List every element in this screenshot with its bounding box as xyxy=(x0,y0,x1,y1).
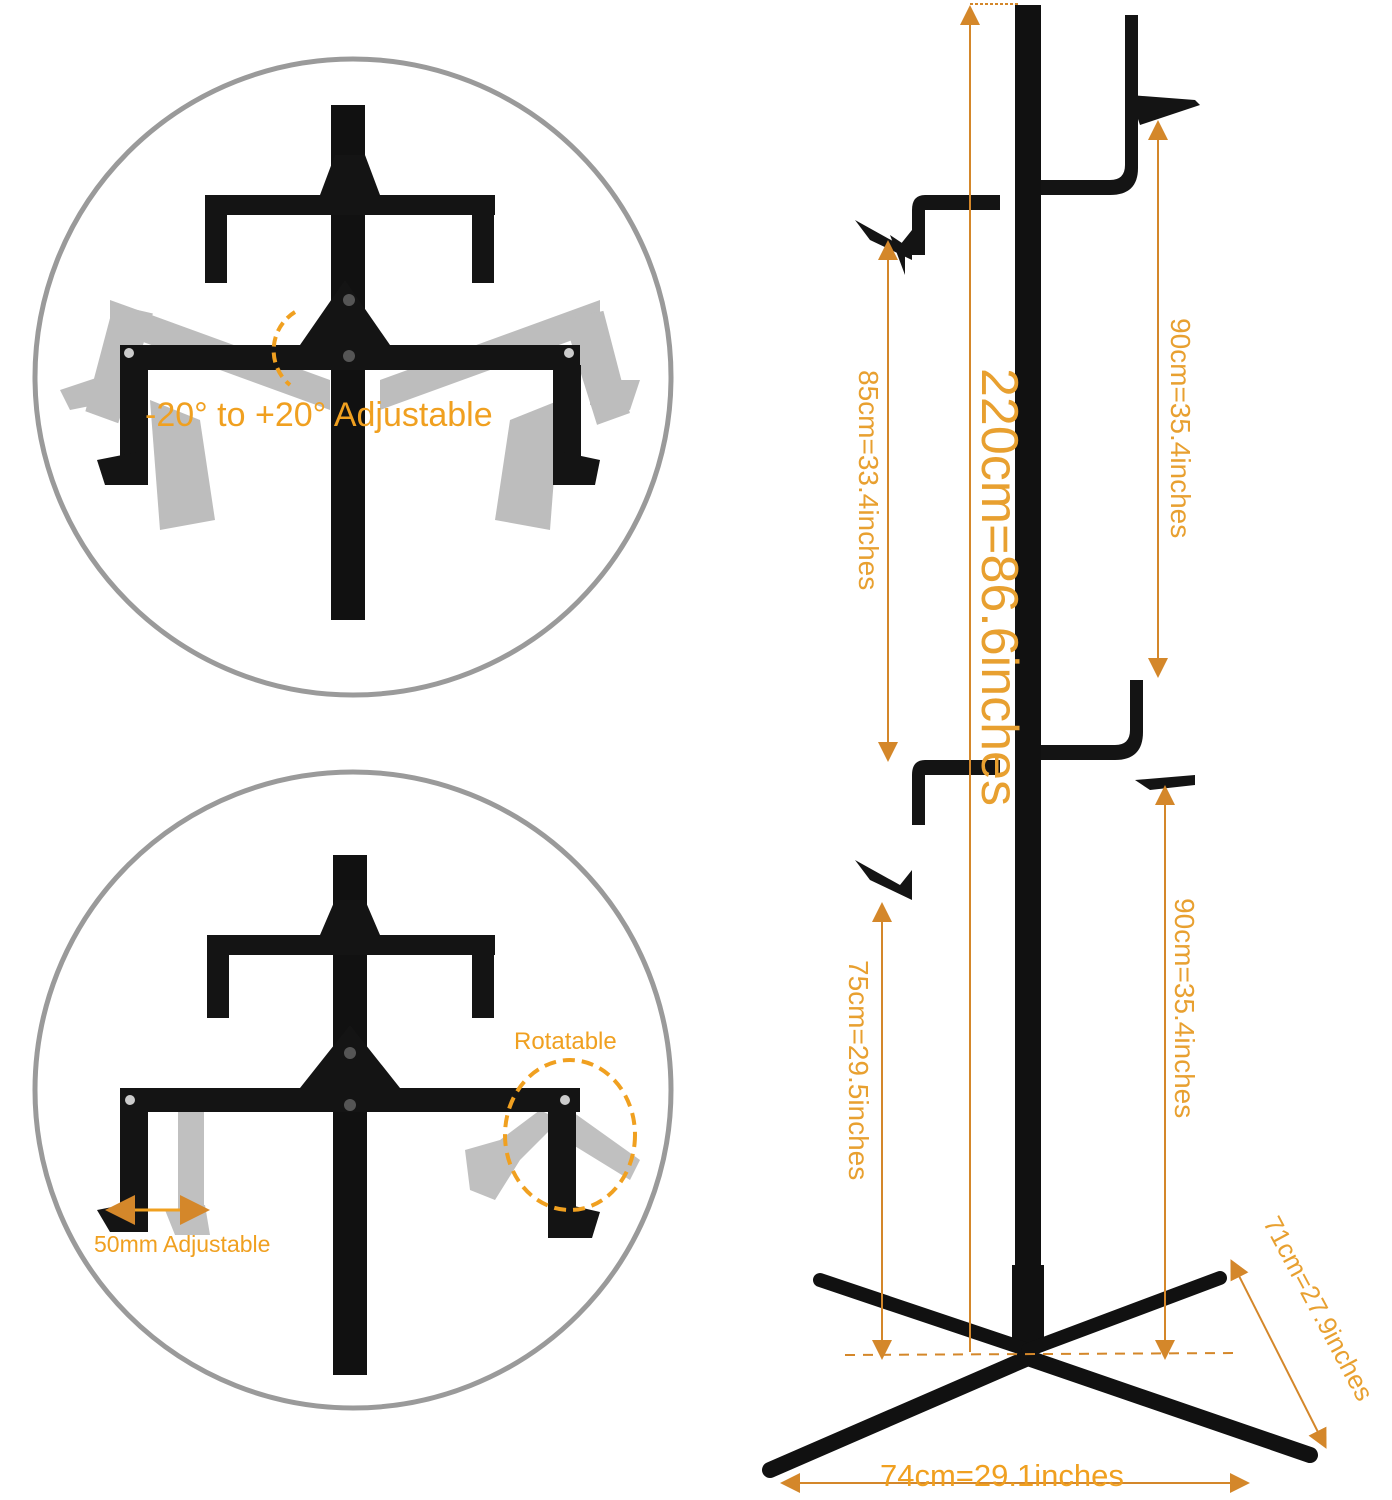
detail-circle-top xyxy=(32,56,674,698)
rotatable-label: Rotatable xyxy=(514,1028,617,1055)
lower-right-span-label: 90cm=35.4inches xyxy=(1169,898,1200,1119)
lower-hook-height-label: 75cm=29.5inches xyxy=(843,960,874,1181)
detail-circle-bottom xyxy=(32,769,674,1411)
angle-adjust-label: -20° to +20° Adjustable xyxy=(145,396,493,434)
top-right-span-label: 90cm=35.4inches xyxy=(1165,318,1196,539)
base-width-label: 74cm=29.1inches xyxy=(880,1458,1124,1493)
slide-adjust-label: 50mm Adjustable xyxy=(94,1231,271,1257)
bike-stand xyxy=(762,5,1318,1478)
total-height-label: 220cm=86.6inches xyxy=(970,368,1028,806)
top-hook-height-label: 85cm=33.4inches xyxy=(853,370,884,591)
rotation-circle-icon xyxy=(503,1058,637,1212)
